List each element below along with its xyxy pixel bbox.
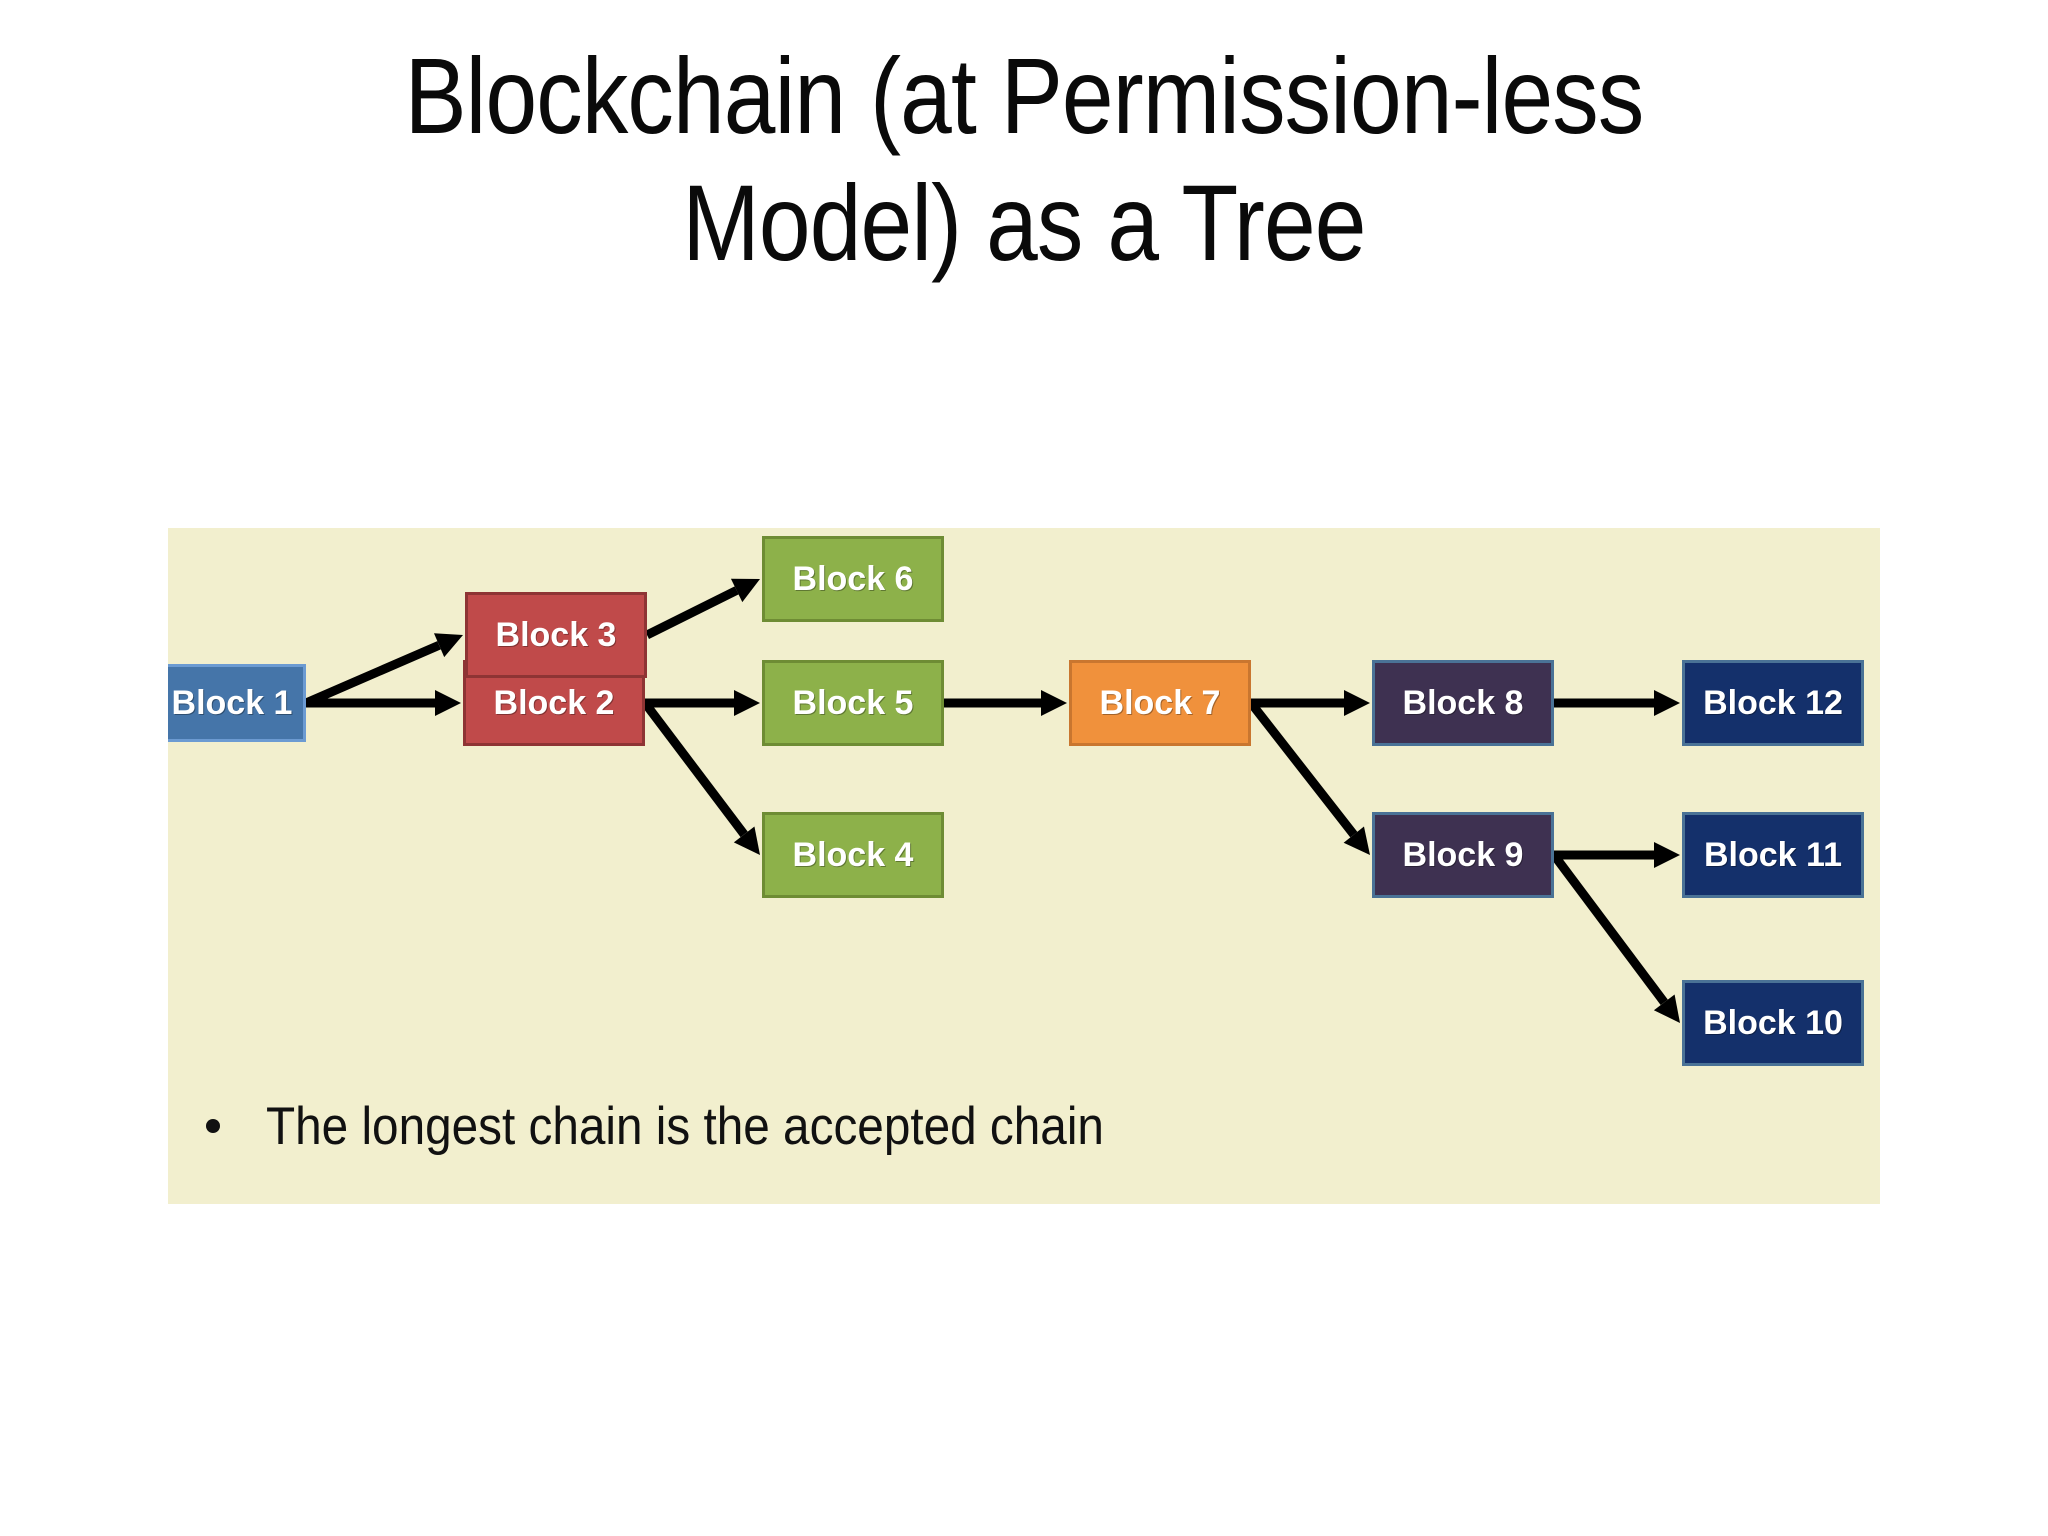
node-block-11[interactable]: Block 11: [1682, 812, 1864, 898]
edge-block-2-to-block-4: [641, 700, 760, 855]
edge-block-9-to-block-11: [1554, 842, 1680, 868]
edge-block-7-to-block-8: [1251, 690, 1370, 716]
node-block-6[interactable]: Block 6: [762, 536, 944, 622]
node-label: Block 6: [792, 559, 914, 598]
node-label: Block 1: [171, 683, 293, 722]
node-block-4[interactable]: Block 4: [762, 812, 944, 898]
node-block-10[interactable]: Block 10: [1682, 980, 1864, 1066]
node-label: Block 10: [1703, 1003, 1843, 1042]
node-block-3[interactable]: Block 3: [465, 592, 647, 678]
node-block-12[interactable]: Block 12: [1682, 660, 1864, 746]
edge-block-8-to-block-12: [1554, 690, 1680, 716]
edge-block-2-to-block-5: [645, 690, 760, 716]
edge-block-9-to-block-10: [1550, 852, 1680, 1023]
node-label: Block 11: [1704, 835, 1842, 874]
edge-block-7-to-block-9: [1247, 700, 1370, 855]
node-label: Block 5: [792, 683, 914, 722]
node-label: Block 8: [1402, 683, 1524, 722]
node-block-5[interactable]: Block 5: [762, 660, 944, 746]
node-block-7[interactable]: Block 7: [1069, 660, 1251, 746]
edge-block-5-to-block-7: [944, 690, 1067, 716]
blockchain-tree-figure: Block 1 Block 2 Block 3 Block 4 Block 5 Block…: [168, 528, 1880, 1204]
node-label: Block 2: [493, 683, 615, 722]
edge-block-3-to-block-6: [644, 578, 760, 640]
node-label: Block 9: [1402, 835, 1524, 874]
bullet-text: The longest chain is the accepted chain: [266, 1096, 1104, 1156]
page-title: Blockchain (at Permission-less Model) as…: [404, 35, 1645, 284]
node-label: Block 12: [1703, 683, 1843, 722]
bullet-note: The longest chain is the accepted chain: [188, 1086, 1588, 1166]
node-label: Block 4: [792, 835, 914, 874]
node-block-9[interactable]: Block 9: [1372, 812, 1554, 898]
node-label: Block 7: [1099, 683, 1221, 722]
node-label: Block 3: [495, 615, 617, 654]
bullet-marker-icon: [206, 1119, 220, 1133]
edge-block-1-to-block-2: [306, 690, 461, 716]
edge-block-1-to-block-3: [304, 633, 463, 708]
node-block-1[interactable]: Block 1: [168, 664, 306, 742]
node-block-8[interactable]: Block 8: [1372, 660, 1554, 746]
